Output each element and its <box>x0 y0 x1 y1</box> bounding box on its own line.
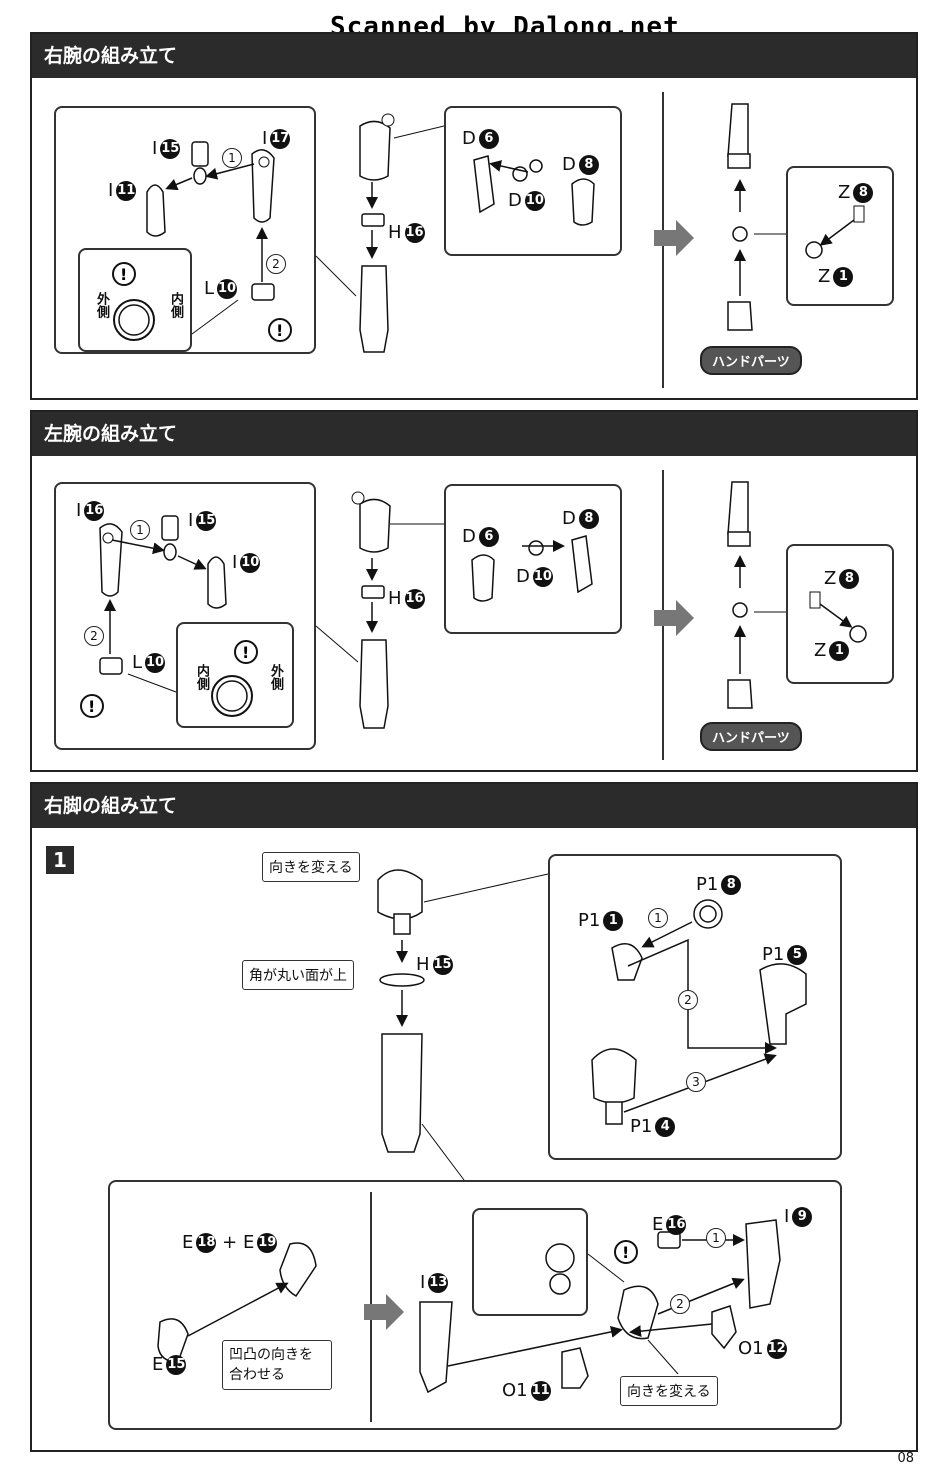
elbow-detail-box <box>444 106 622 256</box>
part-i11-shape <box>146 184 166 237</box>
plus-sign: + <box>222 1232 238 1253</box>
section-title: 右腕の組み立て <box>32 34 916 78</box>
lower-step-2-marker: 2 <box>670 1292 690 1314</box>
svg-text:!: ! <box>622 1243 629 1262</box>
svg-text:!: ! <box>242 643 249 662</box>
change-direction-note-2: 向きを変える <box>620 1376 718 1406</box>
right-leg-section: 右脚の組み立て 1 <box>30 782 918 1452</box>
inner-label: 内側 <box>194 664 209 690</box>
right-leg-diagram: ! <box>157 869 807 1394</box>
match-bumps-note: 凹凸の向きを合わせる <box>222 1340 332 1390</box>
step-2-marker: 2 <box>678 988 698 1010</box>
outer-label: 外側 <box>268 664 283 690</box>
left-arm-diagram: ! ! <box>80 481 867 729</box>
step-badge: 1 <box>46 846 74 874</box>
svg-text:!: ! <box>276 321 283 340</box>
inner-label: 内側 <box>168 292 183 318</box>
hand-parts-label: ハンドパーツ <box>700 722 802 751</box>
section-title: 右脚の組み立て <box>32 784 916 828</box>
step-1-marker: 1 <box>222 146 242 168</box>
rounded-face-up-note: 角が丸い面が上 <box>242 960 354 990</box>
step-2-marker: 2 <box>266 252 286 274</box>
part-i17-shape <box>251 149 275 223</box>
svg-text:!: ! <box>120 265 127 284</box>
lower-step-1-marker: 1 <box>706 1226 726 1248</box>
step-2-marker: 2 <box>84 624 104 646</box>
right-arm-section: 右腕の組み立て ! ! <box>30 32 918 400</box>
page-number: 08 <box>897 1451 914 1466</box>
part-i15-shape <box>191 141 209 185</box>
step-1-marker: 1 <box>130 518 150 540</box>
step-3-marker: 3 <box>686 1070 706 1092</box>
outer-label: 外側 <box>94 292 109 318</box>
left-arm-section: 左腕の組み立て ! ! <box>30 410 918 772</box>
section-title: 左腕の組み立て <box>32 412 916 456</box>
change-direction-note: 向きを変える <box>262 852 360 882</box>
hand-parts-label: ハンドパーツ <box>700 346 802 375</box>
right-arm-diagram: ! ! <box>112 103 865 353</box>
step-1-marker: 1 <box>648 906 668 928</box>
svg-text:!: ! <box>88 697 95 716</box>
